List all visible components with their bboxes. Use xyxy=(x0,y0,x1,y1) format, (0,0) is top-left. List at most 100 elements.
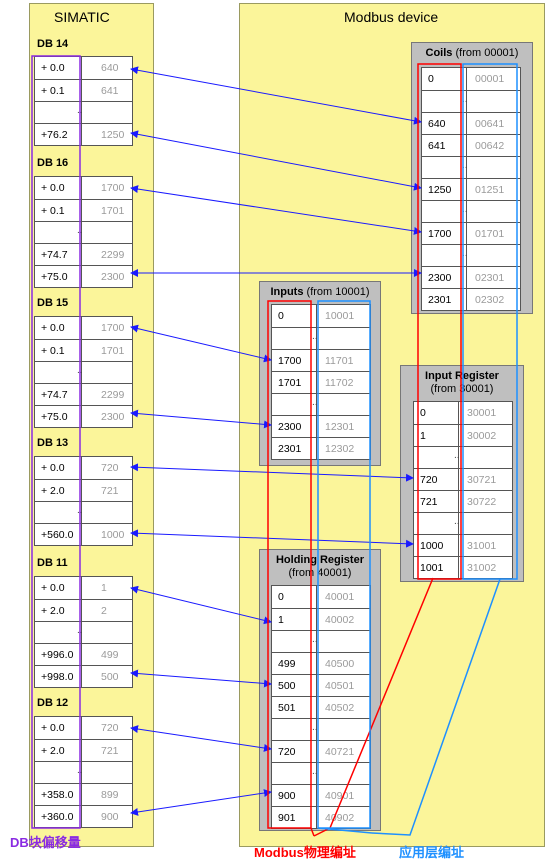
row-key: 1 xyxy=(420,430,426,442)
mapping-arrow xyxy=(130,463,414,482)
row-value: 40501 xyxy=(325,680,355,692)
physical-connector-line xyxy=(313,577,434,837)
row-key: 1700 xyxy=(428,228,452,240)
table-row: +74.7 2299 xyxy=(35,383,132,406)
row-value: 30721 xyxy=(467,474,497,486)
row-key: +74.7 xyxy=(41,389,68,401)
row-key: +75.0 xyxy=(41,411,68,423)
row-key: 720 xyxy=(278,746,296,758)
row-value: 1 xyxy=(101,582,107,594)
row-key: +996.0 xyxy=(41,649,74,661)
row-value: 721 xyxy=(101,485,119,497)
modbus-title: Modbus device xyxy=(344,9,439,25)
row-value: 1000 xyxy=(101,529,125,541)
row-key: + 0.0 xyxy=(41,322,65,334)
mapping-arrow xyxy=(130,324,272,363)
row-key: 640 xyxy=(428,118,446,130)
table-row: .. xyxy=(422,200,520,223)
db15-label: DB 15 xyxy=(37,297,69,309)
physical-connector-tip xyxy=(310,827,315,837)
row-key: + 2.0 xyxy=(41,485,65,497)
row-value: 640 xyxy=(101,62,119,74)
row-key: + 0.1 xyxy=(41,205,65,217)
row-value: 1250 xyxy=(101,129,125,141)
row-value: 01701 xyxy=(475,228,505,240)
column-separator xyxy=(81,717,82,827)
row-value: 40901 xyxy=(325,790,355,802)
row-key: 0 xyxy=(428,73,434,85)
ellipsis: .. xyxy=(462,204,468,215)
db14-label: DB 14 xyxy=(37,38,69,50)
simatic-title: SIMATIC xyxy=(54,9,110,25)
mapping-arrow xyxy=(130,409,272,429)
row-key: + 0.1 xyxy=(41,85,65,97)
row-value: 2299 xyxy=(101,249,125,261)
row-value: 00001 xyxy=(475,73,505,85)
holding-register-name: Holding Register xyxy=(275,554,364,566)
row-key: 1 xyxy=(278,614,284,626)
coils-physical-outline xyxy=(417,63,462,580)
row-key: 0 xyxy=(278,310,284,322)
coils-name: Coils xyxy=(425,47,453,59)
inputs-name: Inputs xyxy=(270,286,304,298)
row-value: 30722 xyxy=(467,496,497,508)
app-connector-line xyxy=(371,578,501,836)
row-key: 500 xyxy=(278,680,296,692)
ellipsis: .. xyxy=(312,634,318,645)
column-separator xyxy=(316,305,317,459)
mapping-arrow xyxy=(130,585,272,625)
row-value: 2299 xyxy=(101,389,125,401)
table-row: .. xyxy=(422,244,520,267)
row-value: 1700 xyxy=(101,322,125,334)
ellipsis: .. xyxy=(454,516,460,527)
db16-label: DB 16 xyxy=(37,157,69,169)
row-value: 00642 xyxy=(475,140,505,152)
db13-label: DB 13 xyxy=(37,437,69,449)
row-key: 1001 xyxy=(420,562,444,574)
row-key: + 0.0 xyxy=(41,62,65,74)
row-key: + 0.1 xyxy=(41,345,65,357)
row-key: + 0.0 xyxy=(41,582,65,594)
row-value: 720 xyxy=(101,722,119,734)
inputs-holding-physical-outline xyxy=(267,300,312,829)
row-value: 40502 xyxy=(325,702,355,714)
row-value: 1700 xyxy=(101,182,125,194)
coils-app-outline xyxy=(462,63,518,580)
row-value: 12302 xyxy=(325,443,355,455)
row-value: 11702 xyxy=(325,377,354,389)
mapping-arrow xyxy=(130,130,422,191)
table-row: .. xyxy=(272,327,370,350)
table-row: + 0.0 1 xyxy=(35,577,132,599)
ellipsis: .. xyxy=(312,397,318,408)
table-row: + 0.0 640 xyxy=(35,57,132,79)
row-key: 901 xyxy=(278,812,296,824)
legend-app-layer: 应用层编址 xyxy=(399,845,465,860)
row-value: 40721 xyxy=(325,746,355,758)
row-key: + 0.0 xyxy=(41,722,65,734)
ellipsis: .. xyxy=(462,160,468,171)
row-value: 40001 xyxy=(325,591,355,603)
db-offset-outline xyxy=(31,55,81,829)
